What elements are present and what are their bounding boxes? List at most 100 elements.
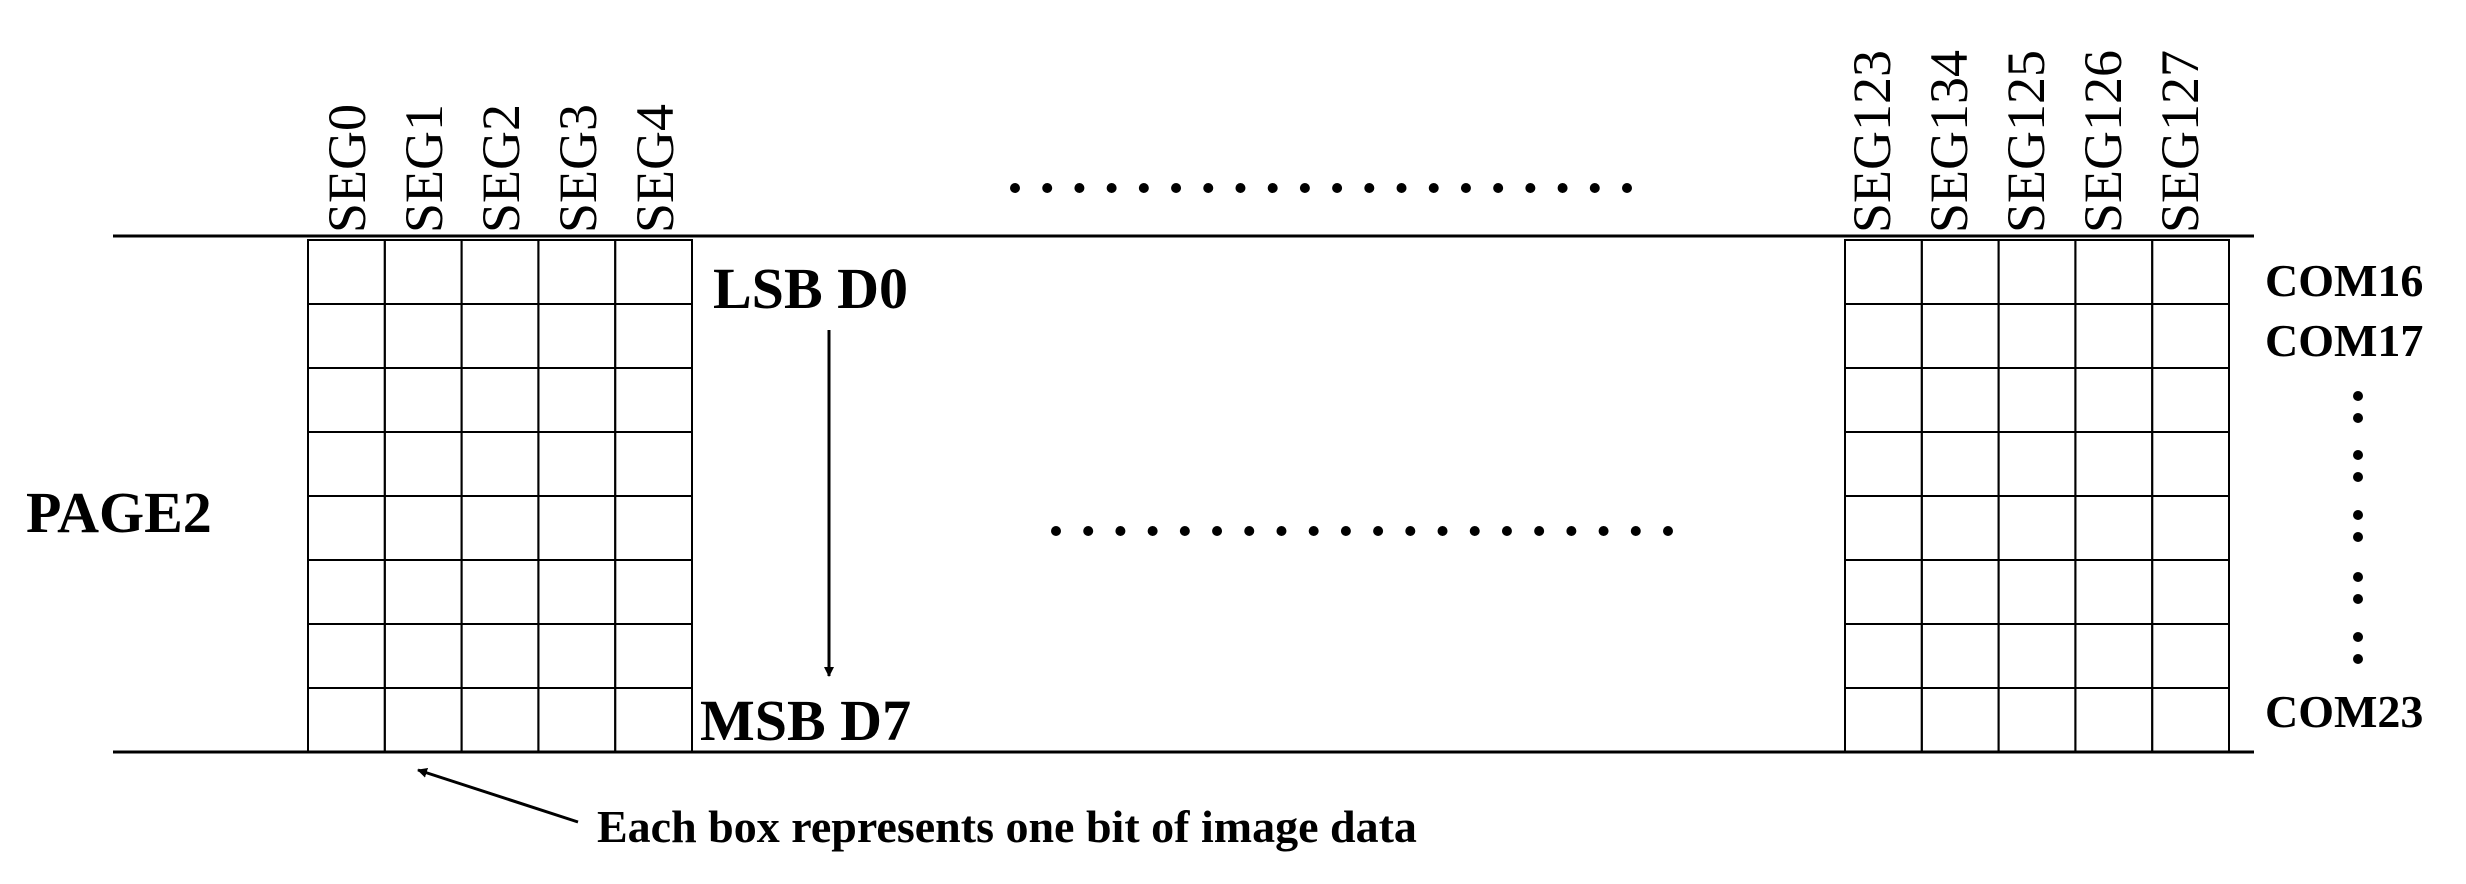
bit-cell	[614, 687, 694, 753]
vertical-ellipsis-dot	[2353, 391, 2363, 401]
seg-label: SEG3	[548, 104, 608, 233]
bit-cell	[2074, 623, 2154, 689]
left-bit-grid	[307, 239, 694, 753]
bit-cell	[1997, 687, 2077, 753]
msb-label: MSB D7	[700, 688, 911, 753]
bit-cell	[383, 431, 463, 497]
seg-label: SEG4	[625, 104, 685, 233]
bit-cell	[614, 303, 694, 369]
ellipsis-dot	[1534, 526, 1545, 536]
vertical-ellipsis-dot	[2353, 632, 2363, 642]
vertical-ellipsis-dot	[2353, 594, 2363, 604]
ellipsis-dot	[1469, 526, 1480, 536]
ellipsis-dot	[1051, 526, 1061, 536]
seg-label: SEG134	[1919, 50, 1979, 233]
bit-cell	[1844, 367, 1923, 433]
bit-cell	[460, 495, 540, 561]
bit-cell	[2074, 495, 2154, 561]
seg-label: SEG125	[1996, 50, 2056, 233]
ellipsis-dot	[1493, 183, 1504, 193]
ellipsis-dot	[1437, 526, 1448, 536]
bit-cell	[1844, 431, 1923, 497]
vertical-ellipsis-dot	[2353, 572, 2363, 582]
seg-label: SEG2	[471, 104, 531, 233]
bit-cell	[614, 431, 694, 497]
bit-cell	[1920, 559, 2000, 625]
bit-cell	[2151, 495, 2230, 561]
vertical-ellipsis-dot	[2353, 450, 2363, 460]
bit-cell	[383, 623, 463, 689]
vertical-ellipsis-dot	[2353, 654, 2363, 664]
ellipsis-dot	[1235, 183, 1246, 193]
bit-cell	[2151, 303, 2230, 369]
bit-cell	[383, 367, 463, 433]
bit-cell	[614, 239, 694, 305]
bit-cell	[1920, 495, 2000, 561]
ellipsis-dot	[1460, 183, 1471, 193]
ellipsis-dot	[1405, 526, 1416, 536]
ellipsis-dot	[1115, 526, 1126, 536]
caption-text: Each box represents one bit of image dat…	[597, 801, 1417, 852]
middle-ellipsis-dots	[1051, 526, 1673, 536]
com-label-second: COM17	[2265, 315, 2423, 366]
com-label-last: COM23	[2265, 686, 2423, 737]
bit-cell	[614, 623, 694, 689]
ellipsis-dot	[1663, 526, 1673, 536]
bit-cell	[537, 367, 617, 433]
ellipsis-dot	[1106, 183, 1117, 193]
bit-cell	[1844, 303, 1923, 369]
seg-label: SEG1	[394, 104, 454, 233]
lsb-label: LSB D0	[713, 256, 908, 321]
bit-cell	[537, 239, 617, 305]
bit-cell	[1997, 623, 2077, 689]
ellipsis-dot	[1171, 183, 1182, 193]
vertical-ellipsis-dots	[2353, 391, 2363, 664]
vertical-ellipsis-dot	[2353, 532, 2363, 542]
bit-cell	[2074, 687, 2154, 753]
ellipsis-dot	[1299, 183, 1310, 193]
ellipsis-dot	[1147, 526, 1158, 536]
com-label-first: COM16	[2265, 255, 2423, 306]
ellipsis-dot	[1557, 183, 1568, 193]
bit-cell	[383, 687, 463, 753]
vertical-ellipsis-dot	[2353, 510, 2363, 520]
ellipsis-dot	[1525, 183, 1536, 193]
page-label: PAGE2	[26, 480, 212, 545]
bit-cell	[307, 623, 386, 689]
bit-cell	[2074, 303, 2154, 369]
bit-cell	[2074, 367, 2154, 433]
bit-cell	[1920, 239, 2000, 305]
bit-cell	[307, 367, 386, 433]
bit-cell	[460, 687, 540, 753]
bit-cell	[537, 687, 617, 753]
ellipsis-dot	[1010, 183, 1020, 193]
seg-label: SEG127	[2150, 50, 2210, 233]
ellipsis-dot	[1083, 526, 1094, 536]
bit-cell	[307, 687, 386, 753]
seg-label: SEG0	[317, 104, 377, 233]
bit-cell	[1920, 431, 2000, 497]
bit-cell	[2074, 559, 2154, 625]
bit-cell	[1920, 303, 2000, 369]
bit-cell	[2151, 623, 2230, 689]
bit-cell	[307, 495, 386, 561]
bit-cell	[614, 559, 694, 625]
ellipsis-dot	[1042, 183, 1053, 193]
bit-cell	[1920, 687, 2000, 753]
left-segment-labels: SEG0 SEG1 SEG2 SEG3 SEG4	[317, 104, 685, 233]
ellipsis-dot	[1203, 183, 1214, 193]
ellipsis-dot	[1244, 526, 1255, 536]
bit-cell	[1920, 367, 2000, 433]
bit-cell	[2151, 367, 2230, 433]
caption-pointer-arrow	[417, 768, 579, 824]
ellipsis-dot	[1308, 526, 1319, 536]
bit-cell	[307, 559, 386, 625]
ellipsis-dot	[1622, 183, 1632, 193]
bit-cell	[2151, 239, 2230, 305]
bit-cell	[460, 239, 540, 305]
ellipsis-dot	[1566, 526, 1577, 536]
right-bit-grid	[1844, 239, 2230, 753]
ellipsis-dot	[1179, 526, 1190, 536]
bit-cell	[1844, 623, 1923, 689]
bit-cell	[1844, 687, 1923, 753]
